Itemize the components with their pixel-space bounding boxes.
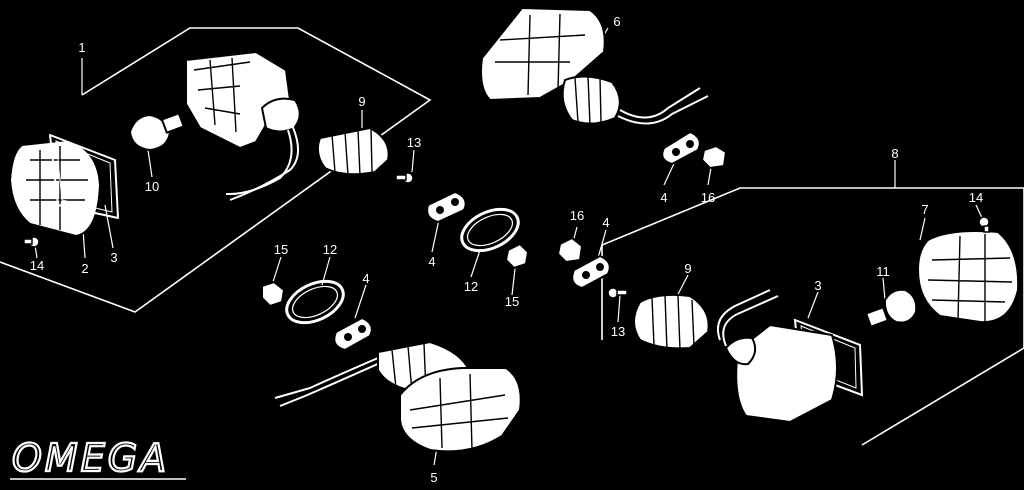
- callout-1: 1: [78, 40, 85, 55]
- brand-logo: OMEGA: [12, 436, 169, 480]
- right-wire-harness: [716, 289, 771, 341]
- callout-10: 10: [145, 179, 159, 194]
- callout-15-mid: 15: [505, 294, 519, 309]
- callout-6: 6: [613, 14, 620, 29]
- nut-15-left: [261, 281, 285, 307]
- left-gasket-3: [49, 134, 119, 219]
- callout-13-left: 13: [407, 135, 421, 150]
- gasket-4-left: [333, 317, 373, 351]
- screw-13-left: [395, 172, 414, 184]
- callout-14-left: 14: [30, 258, 44, 273]
- left-wire-harness: [229, 124, 299, 201]
- callout-7: 7: [921, 202, 928, 217]
- callout-9-right: 9: [684, 261, 691, 276]
- screw-13-right: [607, 287, 628, 299]
- left-lens-2: [9, 139, 101, 237]
- callout-16-top: 16: [701, 190, 715, 205]
- callout-12-left: 12: [323, 242, 337, 257]
- gasket-4-mid-right: [571, 255, 611, 289]
- gasket-4-mid-left: [426, 191, 467, 223]
- callout-labels: 1 2 3 4 4 4 4 5 6 7 8 9 9 10 11 12 12 13…: [30, 14, 983, 485]
- callout-4-mid-right: 4: [602, 215, 609, 230]
- wire-turn-signal-6: [619, 87, 701, 119]
- callout-8: 8: [891, 146, 898, 161]
- callout-11: 11: [876, 264, 890, 279]
- gasket-4-right-top: [661, 131, 701, 165]
- nut-15-mid: [505, 243, 529, 269]
- callout-3-right: 3: [814, 278, 821, 293]
- callout-2: 2: [81, 261, 88, 276]
- callout-5: 5: [430, 470, 437, 485]
- nut-16-mid: [557, 237, 583, 263]
- left-housing-1: [185, 51, 301, 149]
- bulb-11: [865, 288, 918, 328]
- callout-4-top-right: 4: [660, 190, 667, 205]
- wire-turn-signal-5: [274, 354, 386, 399]
- callout-12-mid: 12: [464, 279, 478, 294]
- callout-14-right: 14: [969, 190, 983, 205]
- callout-9-left: 9: [358, 94, 365, 109]
- callout-16-mid: 16: [570, 208, 584, 223]
- ring-12-mid-left: [460, 207, 520, 253]
- callout-13-right: 13: [611, 324, 625, 339]
- callout-4-left: 4: [362, 271, 369, 286]
- right-socket-9: [633, 293, 710, 351]
- frame-left-assembly: [0, 27, 432, 313]
- turn-signal-5: [377, 341, 522, 453]
- screw-14-right: [978, 216, 990, 233]
- callout-3-left: 3: [110, 250, 117, 265]
- callout-15-left: 15: [274, 242, 288, 257]
- bulb-10: [129, 112, 185, 151]
- right-housing: [725, 324, 838, 423]
- left-socket-9: [316, 127, 390, 177]
- nut-16-top: [701, 145, 727, 169]
- right-lens-7: [917, 230, 1020, 324]
- callout-4-mid-left: 4: [428, 254, 435, 269]
- turn-signal-6: [480, 7, 621, 126]
- screw-14-left: [23, 236, 40, 248]
- ring-12-left: [285, 279, 345, 325]
